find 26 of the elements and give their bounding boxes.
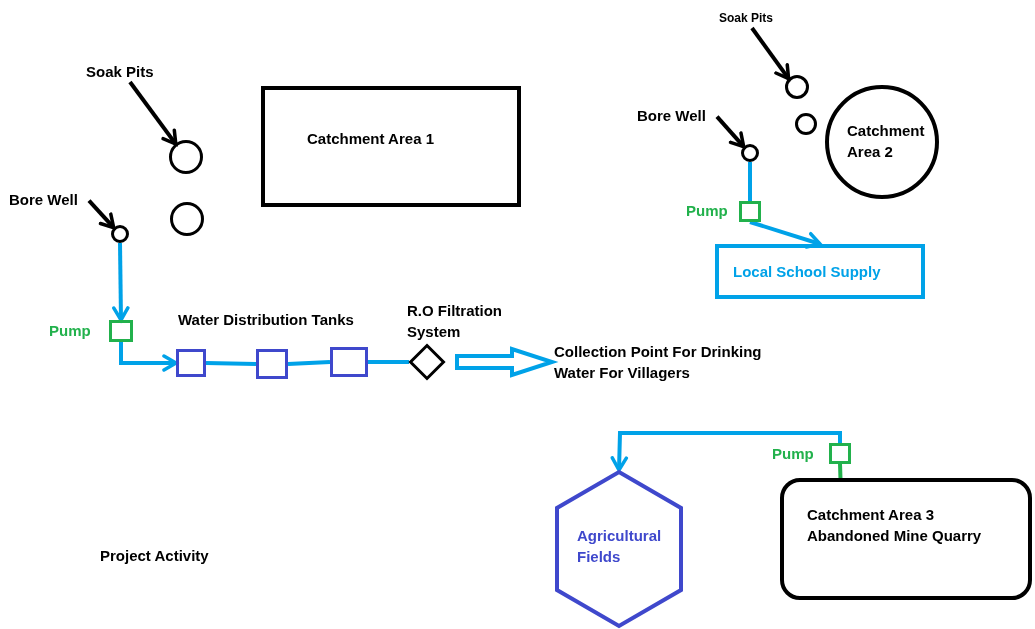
caption-label: R.O Filtration System <box>407 301 503 342</box>
callout-label: Soak Pits <box>719 10 775 26</box>
node-text: Abandoned Mine Quarry <box>807 526 983 546</box>
leader-arrow <box>750 26 791 81</box>
leader-arrow <box>87 199 116 230</box>
callout-label: Bore Well <box>637 106 707 126</box>
pipe-arrow <box>610 431 842 472</box>
caption-label: Pump <box>686 201 729 221</box>
caption-label: Pump <box>49 321 92 341</box>
pipe-arrow <box>749 220 822 249</box>
callout-label: Bore Well <box>9 190 79 210</box>
callout-label: Soak Pits <box>86 62 155 82</box>
node-text: Catchment Area 2 <box>847 121 926 162</box>
node-text: Local School Supply <box>733 262 882 282</box>
section-label: Water Distribution Tanks <box>178 310 355 330</box>
node-text: Catchment Area 3 <box>807 505 935 525</box>
node-text: Agricultural Fields <box>577 526 663 567</box>
leader-arrow <box>128 80 178 146</box>
leader-arrow <box>715 115 746 149</box>
destination-label: Collection Point For Drinking Water For Villagers <box>554 342 763 383</box>
caption-label: Pump <box>772 444 815 464</box>
note-text: Project Activity <box>100 546 210 566</box>
pipe-arrow <box>119 342 178 372</box>
node-text: Catchment Area 1 <box>307 129 435 149</box>
block-arrow <box>455 346 559 378</box>
pipe-arrow <box>112 242 130 322</box>
